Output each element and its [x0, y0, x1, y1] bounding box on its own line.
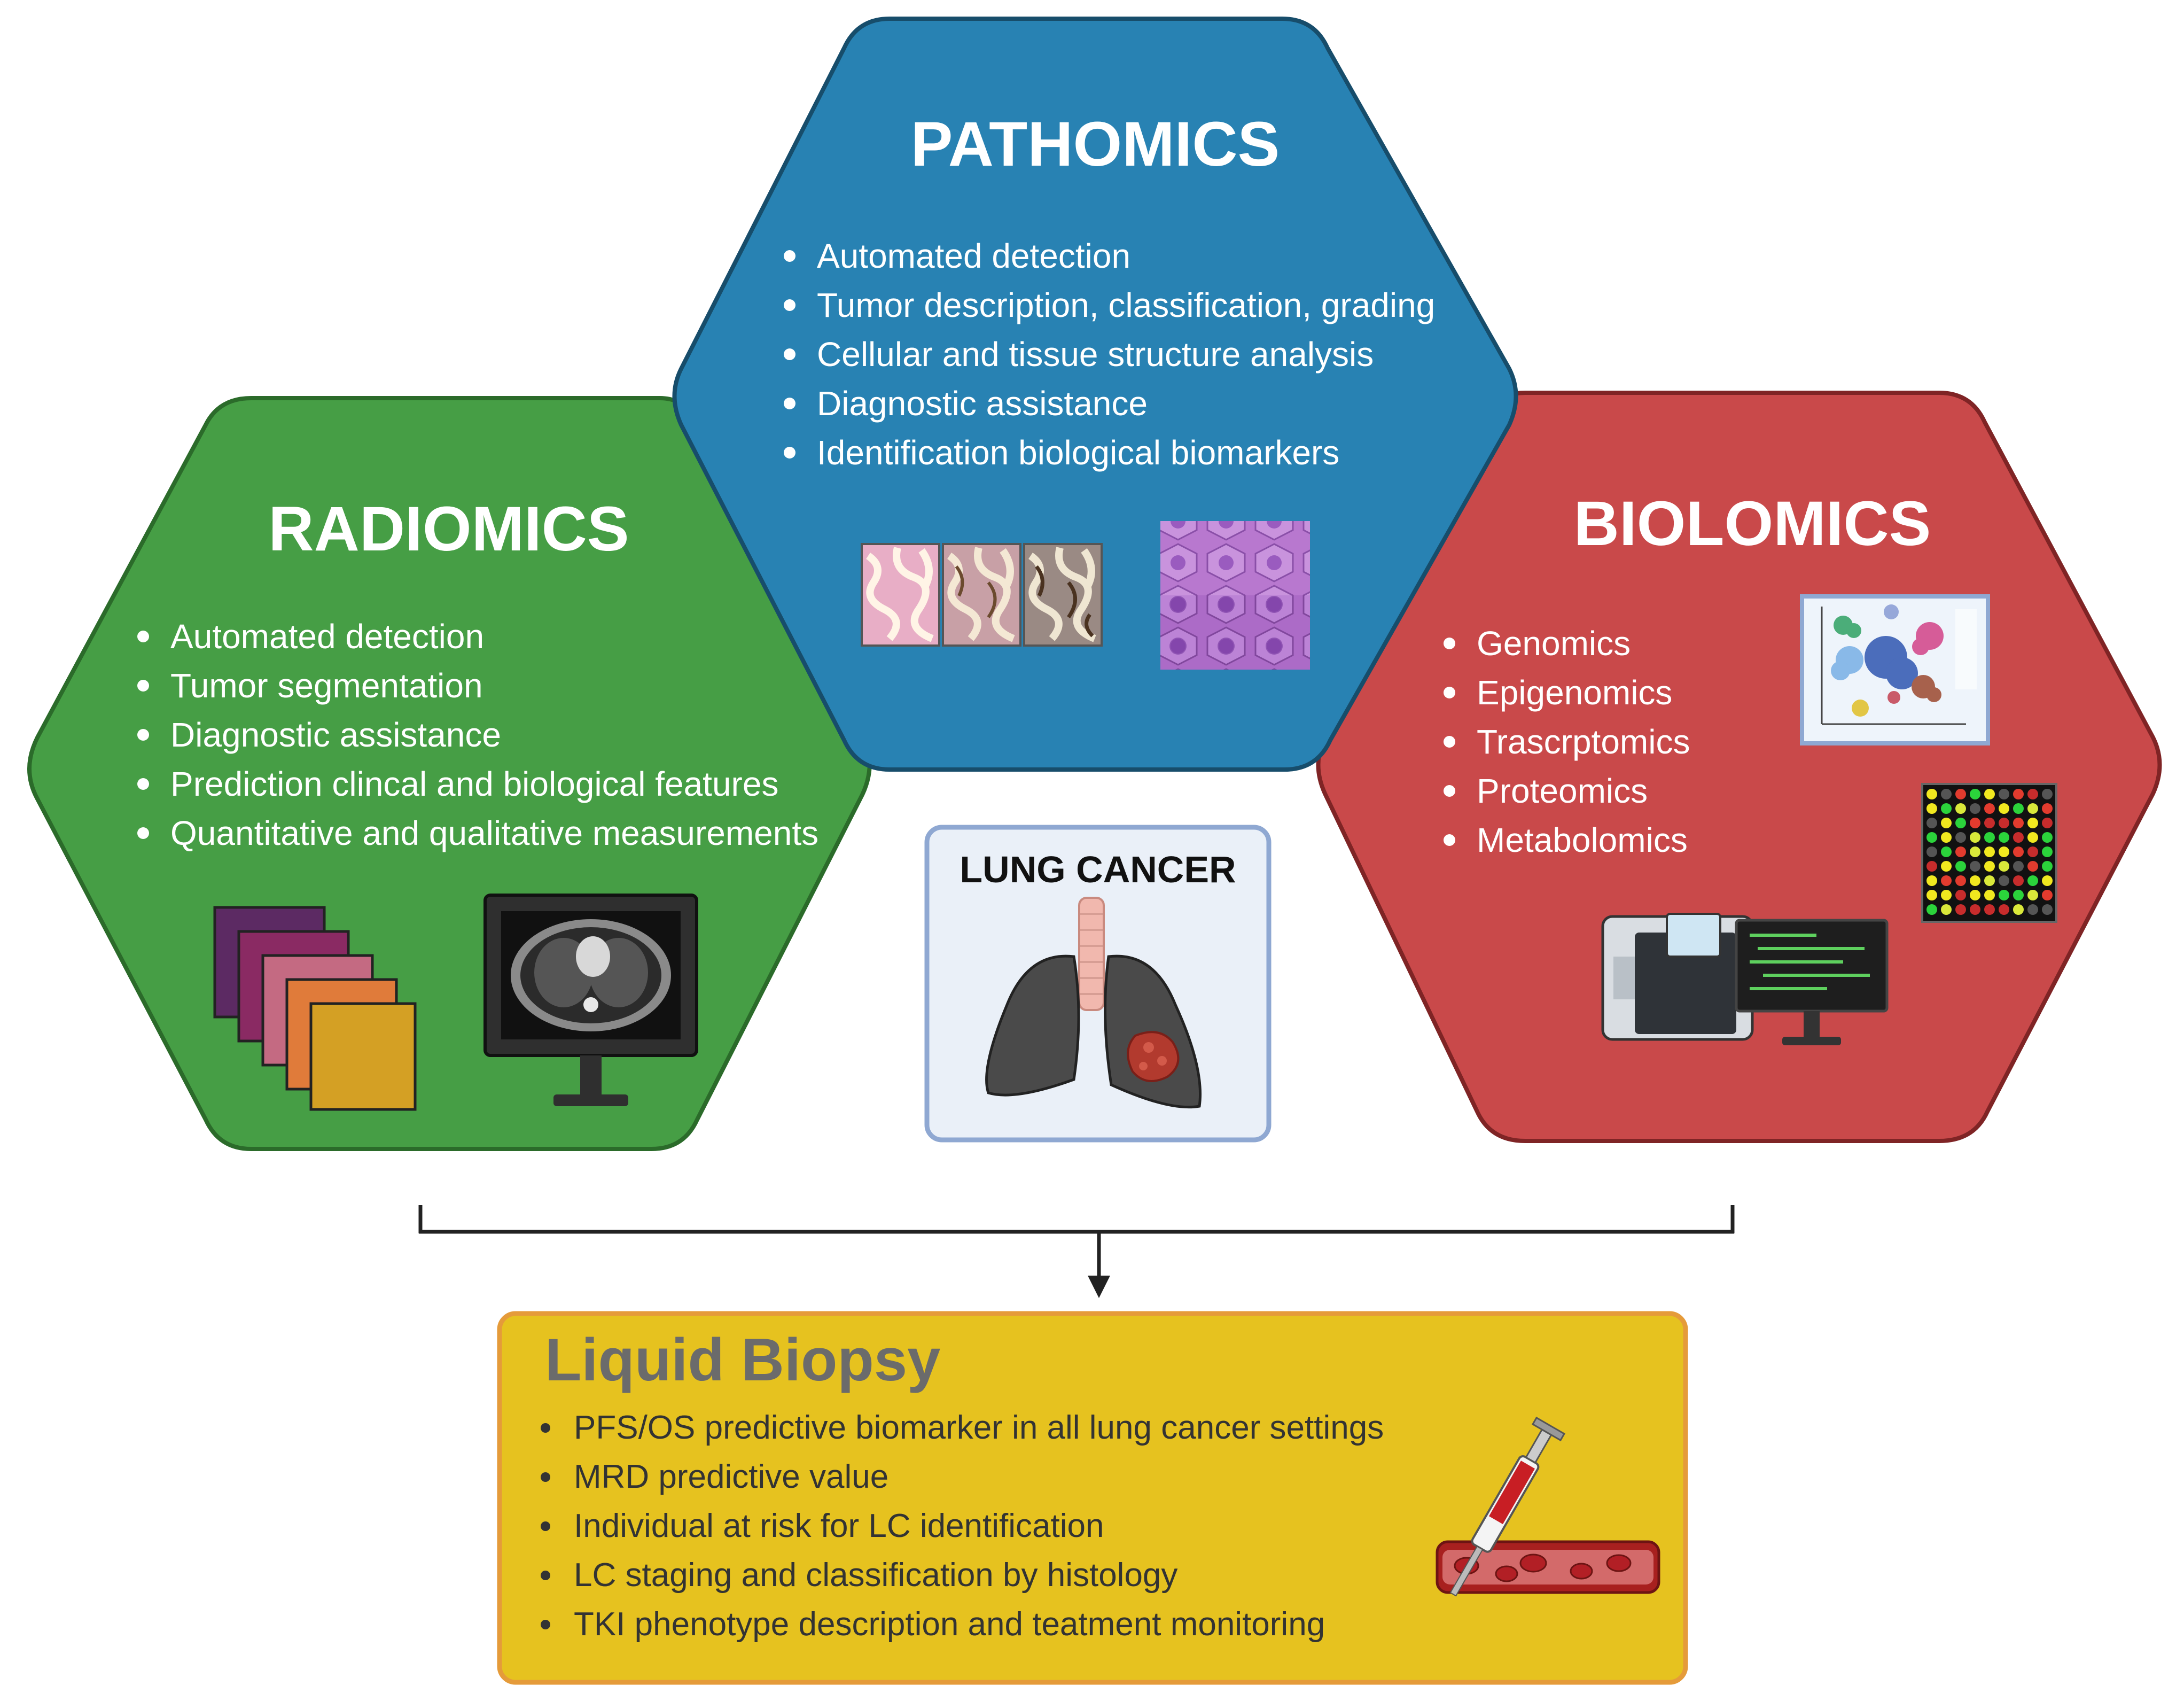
radiomics-title: RADIOMICS — [268, 494, 629, 564]
list-item: TKI phenotype description and teatment m… — [534, 1600, 1384, 1649]
list-item: Tumor description, classification, gradi… — [777, 281, 1435, 330]
list-item: Individual at risk for LC identification — [534, 1502, 1384, 1551]
histology-slides-icon — [861, 543, 1103, 647]
radiomics-list: Automated detection Tumor segmentation D… — [131, 612, 818, 858]
microarray-icon — [1921, 783, 2057, 923]
list-item: Identification biological biomarkers — [777, 428, 1435, 477]
sequencer-icon — [1601, 913, 1889, 1045]
list-item: Cellular and tissue structure analysis — [777, 330, 1435, 379]
ct-monitor-icon — [483, 894, 698, 1106]
image-stack-icon — [213, 906, 417, 1111]
biolomics-title: BIOLOMICS — [1573, 488, 1931, 559]
liquid-biopsy-list: PFS/OS predictive biomarker in all lung … — [534, 1403, 1384, 1649]
biolomics-list: Genomics Epigenomics Trascrptomics Prote… — [1437, 619, 1690, 865]
pathomics-list: Automated detection Tumor description, c… — [777, 231, 1435, 477]
list-item: Epigenomics — [1437, 668, 1690, 717]
lung-cancer-title: LUNG CANCER — [960, 849, 1236, 890]
list-item: Metabolomics — [1437, 815, 1690, 865]
syringe-blood-vessel-icon — [1436, 1416, 1660, 1597]
list-item: LC staging and classification by histolo… — [534, 1551, 1384, 1600]
list-item: Quantitative and qualitative measurement… — [131, 809, 818, 858]
list-item: Prediction clincal and biological featur… — [131, 759, 818, 809]
tsne-plot-icon — [1800, 594, 1990, 745]
cell-tissue-icon — [1160, 521, 1310, 670]
list-item: Automated detection — [777, 231, 1435, 281]
list-item: Tumor segmentation — [131, 661, 818, 710]
list-item: Automated detection — [131, 612, 818, 661]
list-item: MRD predictive value — [534, 1453, 1384, 1502]
lungs-icon — [985, 897, 1202, 1109]
list-item: Proteomics — [1437, 766, 1690, 815]
list-item: Genomics — [1437, 619, 1690, 668]
list-item: Diagnostic assistance — [131, 710, 818, 759]
pathomics-title: PATHOMICS — [910, 109, 1280, 180]
liquid-biopsy-title: Liquid Biopsy — [545, 1326, 941, 1393]
list-item: Diagnostic assistance — [777, 379, 1435, 428]
list-item: PFS/OS predictive biomarker in all lung … — [534, 1403, 1384, 1453]
list-item: Trascrptomics — [1437, 717, 1690, 766]
merge-bracket — [418, 1205, 1735, 1234]
